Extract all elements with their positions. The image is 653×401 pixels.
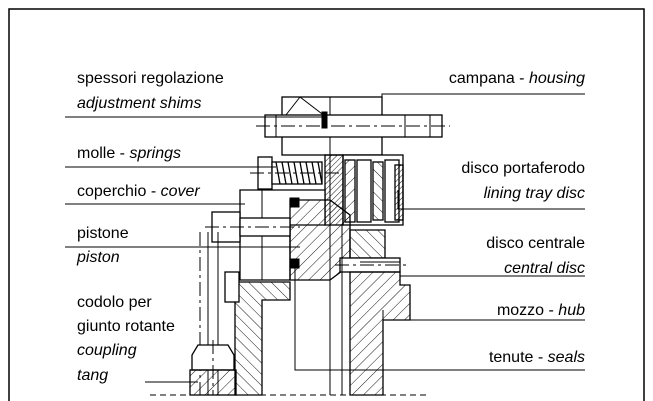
- label-hub: mozzo - hub: [497, 302, 585, 319]
- label-lining-tray-disc-en: lining tray disc: [484, 185, 585, 202]
- labels: spessori regolazione adjustment shims ca…: [76, 70, 585, 384]
- label-coupling-tang-en-1: coupling: [77, 342, 137, 359]
- seal-top: [289, 197, 300, 208]
- label-housing: campana - housing: [449, 70, 585, 87]
- coupling-body: [234, 281, 291, 396]
- label-coupling-tang-it-1: codolo per: [77, 294, 152, 311]
- label-piston-en: piston: [76, 249, 120, 266]
- clutch-drawing: [150, 96, 450, 396]
- label-central-disc-it: disco centrale: [486, 235, 585, 252]
- label-coupling-tang-it-2: giunto rotante: [77, 318, 175, 335]
- label-adjustment-shims-en: adjustment shims: [77, 95, 202, 112]
- central-disc: [349, 229, 386, 259]
- hub: [349, 271, 411, 396]
- drawing-frame: [8, 8, 645, 401]
- label-coupling-tang-en-2: tang: [77, 367, 108, 384]
- leader-lines: [65, 93, 585, 383]
- label-cover: coperchio - cover: [77, 183, 200, 200]
- label-lining-tray-disc-it: disco portaferodo: [461, 160, 585, 177]
- label-springs: molle - springs: [77, 145, 181, 162]
- label-central-disc-en: central disc: [504, 260, 585, 277]
- label-piston-it: pistone: [77, 225, 129, 242]
- label-seals: tenute - seals: [489, 349, 585, 366]
- adjustment-shim: [321, 111, 328, 129]
- label-adjustment-shims-it: spessori regolazione: [77, 70, 224, 87]
